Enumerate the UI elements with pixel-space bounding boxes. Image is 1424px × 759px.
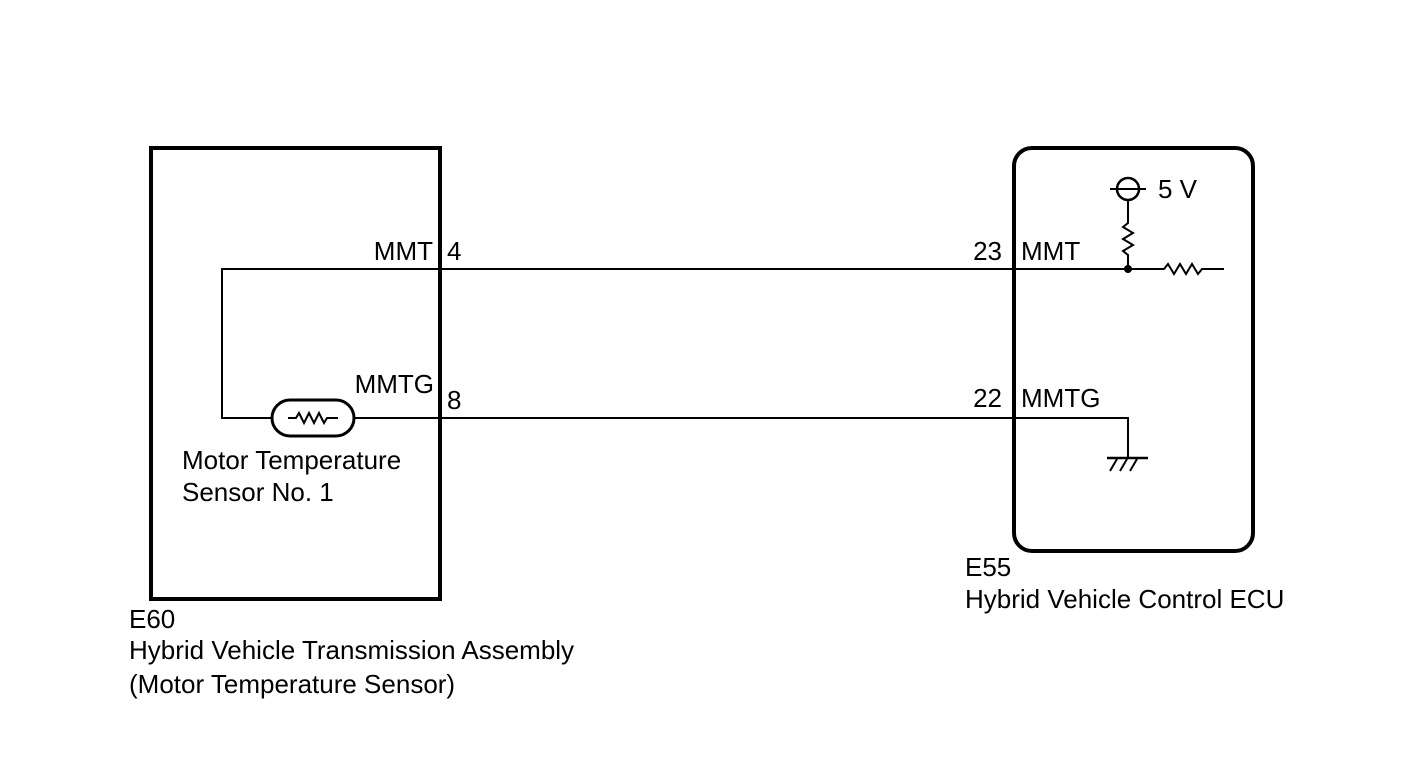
transmission-assembly-box [149, 146, 442, 601]
ground-icon [1107, 456, 1148, 472]
left-pin-signal-mmt: MMT [374, 236, 433, 266]
supply-label: 5 V [1158, 174, 1198, 204]
sensor-label-line2: Sensor No. 1 [182, 477, 334, 507]
right-pin-signal-mmt: MMT [1021, 236, 1080, 266]
right-component-name: Hybrid Vehicle Control ECU [965, 584, 1284, 614]
right-pin-number-23: 23 [973, 236, 1002, 266]
left-component-code: E60 [129, 604, 175, 634]
mmtg-wire [354, 417, 1129, 458]
right-component-code: E55 [965, 552, 1011, 582]
sensor-label-line1: Motor Temperature [182, 445, 401, 475]
left-pin-number-8: 8 [447, 385, 461, 415]
ecu-box [1012, 146, 1255, 553]
junction-dot [1124, 265, 1132, 273]
left-pin-signal-mmtg: MMTG [355, 369, 434, 399]
pullup-resistor-icon [1121, 200, 1135, 269]
right-pin-number-22: 22 [973, 383, 1002, 413]
left-component-name: Hybrid Vehicle Transmission Assembly [129, 635, 574, 665]
mmt-wire [221, 268, 1130, 419]
right-pin-signal-mmtg: MMTG [1021, 383, 1100, 413]
left-component-subname: (Motor Temperature Sensor) [129, 669, 455, 699]
supply-5v-icon [1110, 176, 1146, 202]
internal-resistor-icon [1130, 262, 1224, 276]
thermistor-sensor-icon [270, 398, 356, 438]
left-pin-number-4: 4 [447, 236, 461, 266]
